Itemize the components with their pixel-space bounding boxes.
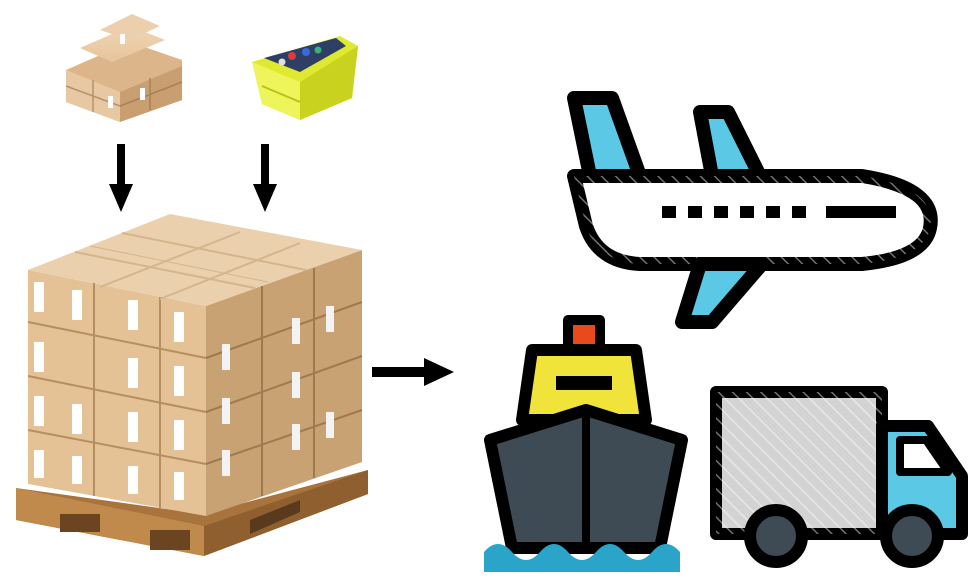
- cargo-ship-icon: [484, 315, 688, 572]
- arrow-right-pallet: [372, 358, 454, 386]
- arrow-down-tote: [253, 144, 277, 212]
- airplane-icon: [567, 91, 938, 329]
- delivery-truck-icon: [710, 386, 968, 568]
- airplane-windows: [662, 206, 896, 218]
- carton-boxes-icon: [65, 14, 183, 122]
- yellow-tote-bin-icon: [252, 36, 358, 120]
- palletized-boxes-icon: [16, 214, 368, 556]
- arrow-down-cartons: [109, 144, 133, 212]
